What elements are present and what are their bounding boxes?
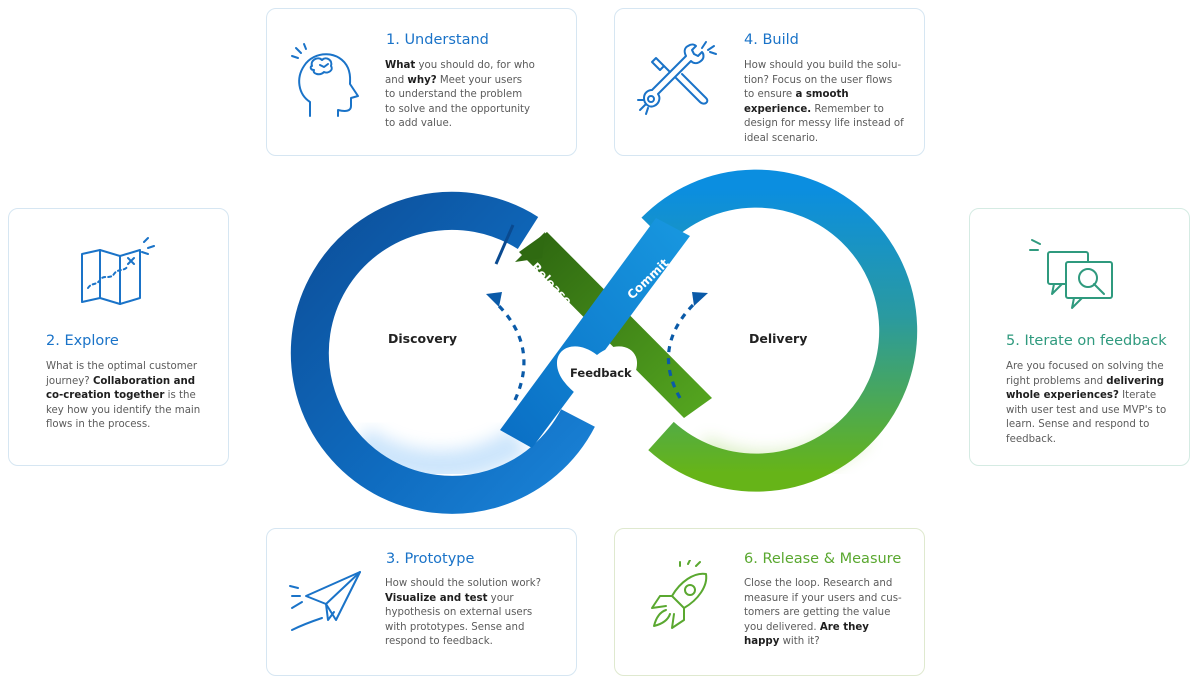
commit-band	[500, 218, 690, 448]
tools-icon	[637, 41, 717, 115]
chat-search-icon	[1029, 239, 1113, 309]
rocket-icon	[651, 560, 708, 629]
explore-title: 2. Explore	[46, 333, 119, 349]
feedback-label: Feedback	[570, 366, 632, 380]
prototype-text: How should the solution work? Visualize …	[385, 578, 542, 648]
left-loop	[290, 191, 595, 514]
feedback-heart	[556, 346, 638, 410]
release-measure-title: 6. Release & Measure	[744, 551, 902, 567]
card-explore	[8, 208, 229, 466]
iterate-title: 5. Iterate on feedback	[1006, 333, 1167, 349]
paper-plane-icon	[289, 571, 361, 631]
map-icon	[81, 237, 155, 305]
card-understand	[266, 8, 577, 156]
left-loop-cap	[494, 224, 515, 265]
card-release-measure	[614, 528, 925, 676]
build-title: 4. Build	[744, 32, 799, 48]
delivery-dashed-arrow	[666, 298, 700, 399]
card-prototype	[266, 528, 577, 676]
card-build	[614, 8, 925, 156]
release-arrow-head	[515, 232, 545, 262]
iterate-text: Are you focused on solving the right pro…	[1006, 361, 1167, 445]
head-brain-icon	[291, 43, 359, 117]
build-text: How should you build the solu-tion? Focu…	[744, 60, 904, 144]
explore-text: What is the optimal customer journey? Co…	[46, 361, 201, 431]
discovery-label: Discovery	[388, 331, 458, 346]
understand-title: 1. Understand	[386, 32, 489, 48]
delivery-label: Delivery	[749, 331, 808, 346]
right-loop	[641, 169, 918, 492]
prototype-title: 3. Prototype	[386, 551, 475, 567]
understand-text: What you should do, for who and why? Mee…	[385, 60, 535, 130]
discovery-dashed-arrow	[493, 300, 526, 401]
release-measure-text: Close the loop. Research and measure if …	[744, 578, 902, 648]
